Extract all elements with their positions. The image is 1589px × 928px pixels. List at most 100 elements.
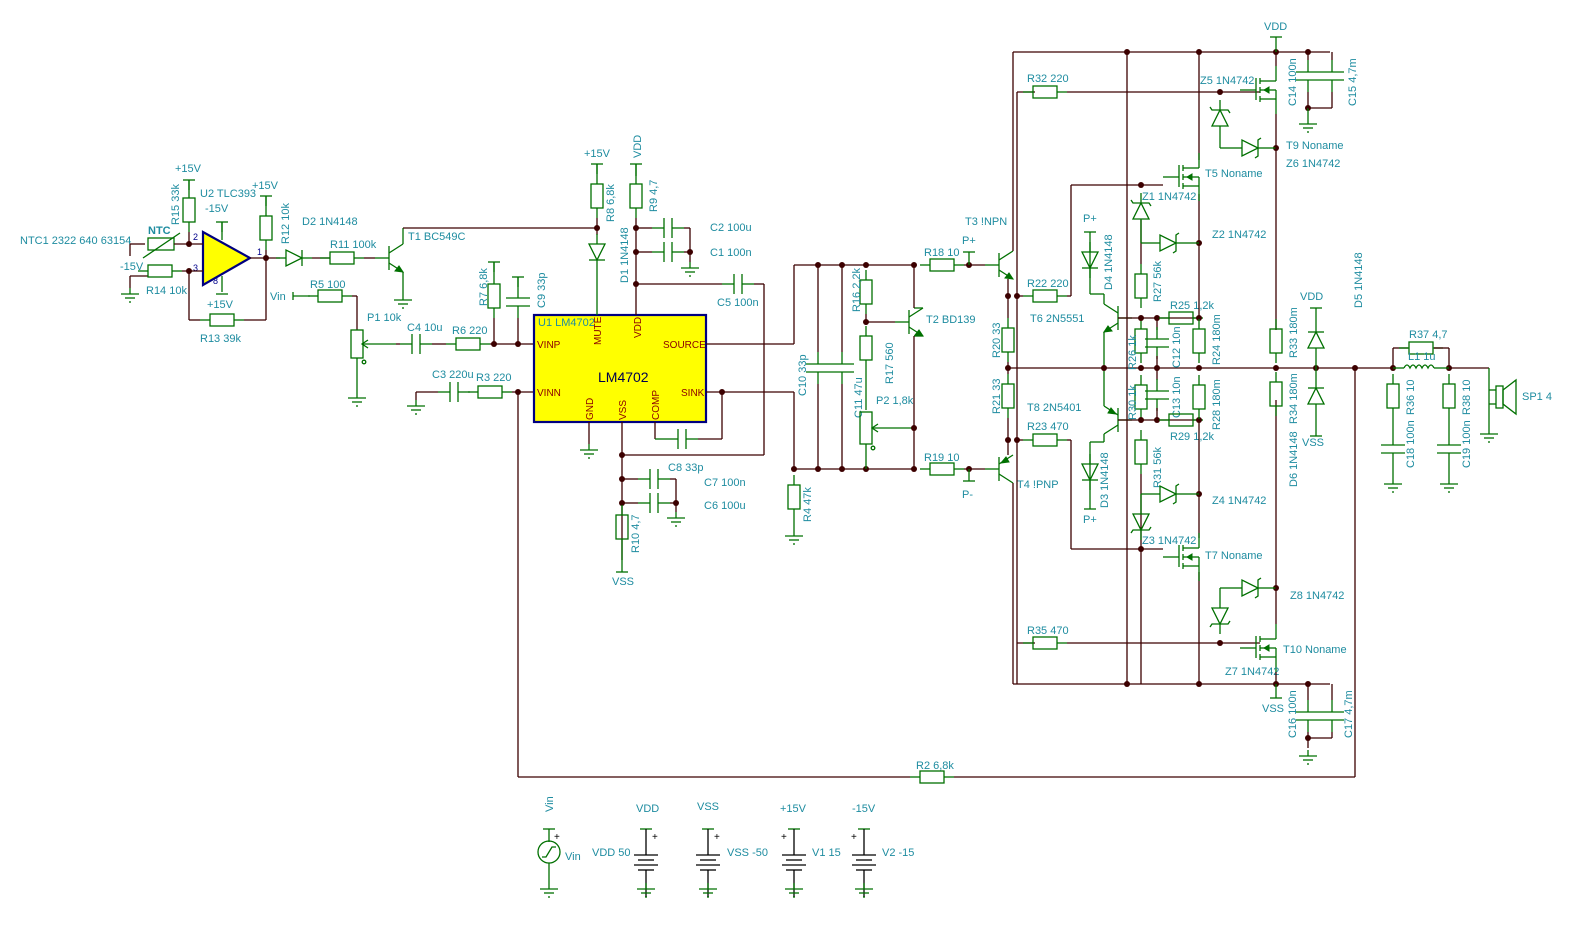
r12-label: R12 10k	[280, 203, 292, 244]
inductor-l1[interactable]	[1403, 364, 1435, 370]
svg-text:VSS: VSS	[1262, 703, 1284, 715]
r2-label: R2 6,8k	[916, 760, 954, 772]
c11-label: C11 47u	[853, 377, 865, 418]
svg-text:+15V: +15V	[207, 299, 234, 311]
chip-u1[interactable]	[532, 313, 708, 424]
d1-label: D1 1N4148	[619, 227, 631, 283]
svg-text:3: 3	[193, 263, 198, 273]
svg-text:+: +	[781, 832, 787, 843]
c10-label: C10 33p	[797, 354, 809, 396]
svg-text:Vin: Vin	[270, 291, 286, 303]
z8-label: Z8 1N4742	[1290, 590, 1344, 602]
svg-text:+15V: +15V	[780, 803, 807, 815]
z2-label: Z2 1N4742	[1212, 229, 1266, 241]
u2-label: U2 TLC393	[200, 188, 256, 200]
c16-label: C16 100n	[1287, 690, 1299, 738]
vin-source-label: Vin	[565, 851, 581, 863]
svg-text:1: 1	[257, 247, 262, 257]
svg-text:P+: P+	[1083, 514, 1097, 526]
transistor-t2[interactable]	[894, 307, 924, 337]
svg-text:8: 8	[213, 276, 218, 286]
r27-label: R27 56k	[1152, 261, 1164, 302]
r23-label: R23 470	[1027, 421, 1069, 433]
r13-label: R13 39k	[200, 333, 241, 345]
svg-text:GND: GND	[585, 398, 596, 420]
c6-label: C6 100u	[704, 500, 746, 512]
z1-label: Z1 1N4742	[1142, 191, 1196, 203]
z5-label: Z5 1N4742	[1200, 75, 1254, 87]
sp1-label: SP1 4	[1522, 391, 1552, 403]
c2-label: C2 100u	[710, 222, 752, 234]
r3-label: R3 220	[476, 372, 511, 384]
r30-label: R30 1k	[1127, 385, 1139, 420]
d2-label: D2 1N4148	[302, 216, 358, 228]
p1-label: P1 10k	[367, 312, 402, 324]
svg-text:-15V: -15V	[852, 803, 876, 815]
svg-text:+: +	[851, 832, 857, 843]
v1-source-label: V1 15	[812, 847, 841, 859]
c9-label: C9 33p	[536, 273, 548, 308]
c3-label: C3 220u	[432, 369, 474, 381]
svg-text:MUTE: MUTE	[593, 316, 604, 345]
output-stage: T3 !NPN T4 !PNP R20 33 R21 33 R22 220 R2…	[518, 21, 1393, 784]
svg-text:VSS: VSS	[618, 400, 629, 420]
t10-label: T10 Noname	[1283, 644, 1347, 656]
r33-label: R33 180m	[1288, 307, 1300, 358]
r22-label: R22 220	[1027, 278, 1069, 290]
t7-label: T7 Noname	[1205, 550, 1262, 562]
r21-label: R21 33	[991, 379, 1003, 414]
svg-text:SOURCE: SOURCE	[663, 340, 706, 351]
r38-label: R38 10	[1461, 380, 1473, 415]
z3-label: Z3 1N4742	[1142, 535, 1196, 547]
vss-source-label: VSS -50	[727, 847, 768, 859]
c19-label: C19 100n	[1461, 420, 1473, 468]
z7-label: Z7 1N4742	[1225, 666, 1279, 678]
transistor-t1[interactable]	[374, 243, 404, 273]
l1-label: L1 1u	[1408, 351, 1436, 363]
power-sources: Vin + Vin VDD + VDD 50 VSS + VSS -50 +15…	[537, 796, 914, 898]
r29-label: R29 1,2k	[1170, 431, 1215, 443]
speaker-sp1[interactable]	[1495, 378, 1517, 416]
d6-label: D6 1N4148	[1288, 431, 1300, 487]
mosfet-t10[interactable]	[1239, 623, 1277, 673]
svg-text:+: +	[714, 832, 720, 843]
c8-label: C8 33p	[668, 462, 703, 474]
v2-source-label: V2 -15	[882, 847, 914, 859]
svg-text:-15V: -15V	[205, 203, 229, 215]
r24-label: R24 180m	[1211, 314, 1223, 365]
u1-name: LM4702	[598, 369, 649, 385]
r15-label: R15 33k	[170, 184, 182, 225]
c5-label: C5 100n	[717, 297, 759, 309]
r35-label: R35 470	[1027, 625, 1069, 637]
svg-text:-15V: -15V	[120, 261, 144, 273]
svg-text:VDD: VDD	[1300, 291, 1323, 303]
svg-text:+15V: +15V	[584, 148, 611, 160]
u1-label: U1 LM4702	[538, 317, 595, 329]
r4-label: R4 47k	[802, 487, 814, 522]
r32-label: R32 220	[1027, 73, 1069, 85]
r14-label: R14 10k	[146, 285, 187, 297]
svg-text:VSS: VSS	[697, 801, 719, 813]
c4-label: C4 10u	[407, 322, 442, 334]
r25-label: R25 1,2k	[1170, 300, 1215, 312]
mosfet-t9[interactable]	[1239, 65, 1277, 115]
t6-label: T6 2N5551	[1030, 313, 1084, 325]
r26-label: R26 1k	[1127, 335, 1139, 370]
vdd-source-label: VDD 50	[592, 847, 631, 859]
r28-label: R28 180m	[1211, 379, 1223, 430]
svg-text:+15V: +15V	[252, 180, 279, 192]
t1-label: T1 BC549C	[408, 231, 466, 243]
r36-label: R36 10	[1405, 380, 1417, 415]
r10-label: R10 4,7	[630, 514, 642, 553]
transistor-t4[interactable]	[984, 454, 1014, 484]
r7-label: R7 6,8k	[478, 268, 490, 306]
r8-label: R8 6,8k	[605, 184, 617, 222]
opamp-u2[interactable]	[201, 230, 253, 287]
svg-text:+15V: +15V	[175, 163, 202, 175]
transistor-t3[interactable]	[984, 250, 1014, 280]
r5-label: R5 100	[310, 279, 345, 291]
t8-label: T8 2N5401	[1027, 402, 1081, 414]
comparator-stage: U2 TLC393 2 3 1 8 -15V +15V NTC NTC1 232…	[20, 163, 597, 777]
t9-label: T9 Noname	[1286, 140, 1343, 152]
svg-text:VDD: VDD	[1264, 21, 1287, 33]
